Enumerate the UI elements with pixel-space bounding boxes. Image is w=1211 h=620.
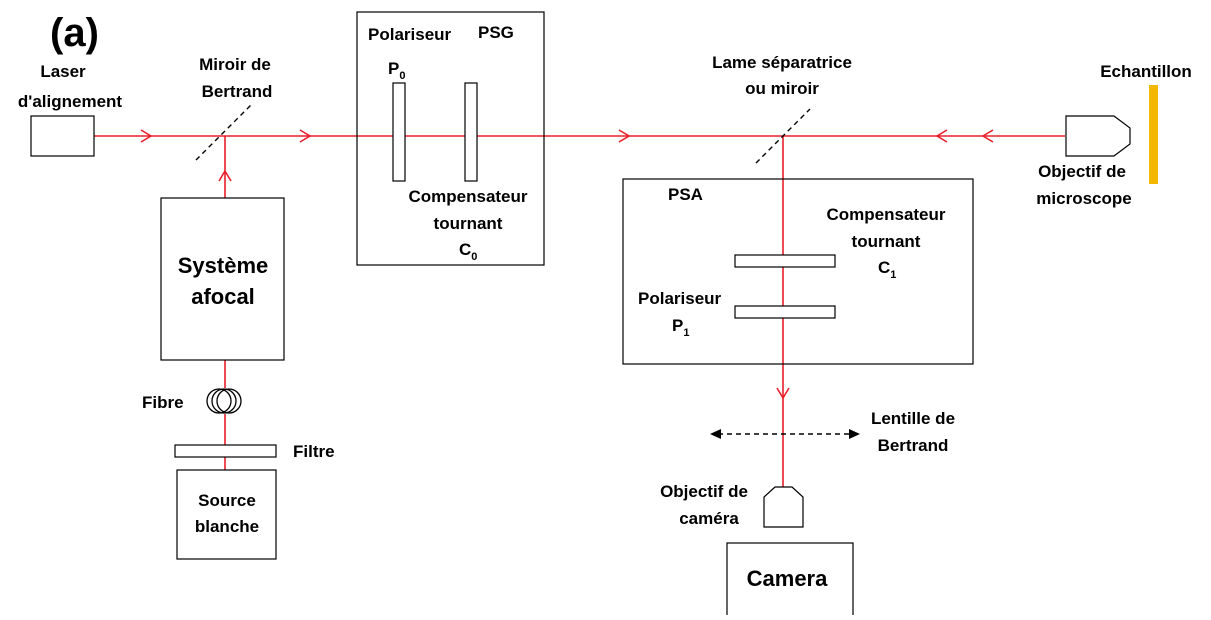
afocal-label-line2: afocal xyxy=(191,284,255,309)
afocal-label-line1: Système xyxy=(178,253,269,278)
compensator-c1-label-line1: Compensateur xyxy=(826,205,945,224)
fibre-label: Fibre xyxy=(142,393,184,412)
c1-subscript: 1 xyxy=(890,269,896,281)
camera-objective-shape xyxy=(763,486,804,528)
beam-splitter-element xyxy=(755,108,811,164)
optical-fibre: Fibre xyxy=(142,388,242,414)
camera-objective-label-line2: caméra xyxy=(679,509,739,528)
bertrand-lens-arrow-left xyxy=(710,429,721,439)
compensator-c0-label-line1: Compensateur xyxy=(408,187,527,206)
bertrand-mirror-label-line1: Miroir de xyxy=(199,55,271,74)
c1-letter: C xyxy=(878,258,890,277)
laser-label-line1: Laser xyxy=(40,62,86,81)
camera: Camera xyxy=(726,542,854,619)
source-label-line1: Source xyxy=(198,491,256,510)
camera-box xyxy=(726,542,854,619)
arrow-right-2 xyxy=(299,129,312,143)
p1-symbol: P1 xyxy=(672,316,689,339)
polarizer-p1-label: Polariseur xyxy=(638,289,722,308)
p1-letter: P xyxy=(672,316,683,335)
sample-label: Echantillon xyxy=(1100,62,1192,81)
arrow-down-1 xyxy=(776,387,790,400)
polarizer-p0 xyxy=(392,82,406,182)
beam-splitter-label-line1: Lame séparatrice xyxy=(712,53,852,72)
microscope-objective: Objectif de microscope xyxy=(1036,115,1132,208)
arrow-left-1 xyxy=(935,129,948,143)
bertrand-lens-arrow-right xyxy=(849,429,860,439)
microscope-objective-label-line1: Objectif de xyxy=(1038,162,1126,181)
psa-label: PSA xyxy=(668,185,703,204)
alignment-laser: Laser d'alignement xyxy=(18,62,123,157)
beam-direction-arrows xyxy=(140,129,994,400)
arrow-right-3 xyxy=(618,129,631,143)
polarizer-p0-label: Polariseur xyxy=(368,25,452,44)
polarizer-p1 xyxy=(734,305,836,319)
panel-label: (a) xyxy=(50,11,99,55)
bertrand-mirror-label-line2: Bertrand xyxy=(202,82,273,101)
c0-letter: C xyxy=(459,240,471,259)
c0-symbol: C0 xyxy=(459,240,477,263)
psg-box xyxy=(356,11,545,266)
p0-letter: P xyxy=(388,59,399,78)
sample-slab xyxy=(1149,85,1158,184)
microscope-objective-shape xyxy=(1065,115,1131,157)
psa-box xyxy=(622,178,974,365)
c0-subscript: 0 xyxy=(471,251,477,263)
arrow-up-1 xyxy=(218,169,232,182)
psg-label: PSG xyxy=(478,23,514,42)
compensator-c1-label-line2: tournant xyxy=(852,232,921,251)
source-box xyxy=(176,469,277,560)
camera-objective-label-line1: Objectif de xyxy=(660,482,748,501)
psa-module: PSA Compensateur tournant C1 Polariseur … xyxy=(622,178,974,365)
beam-splitter-label-line2: ou miroir xyxy=(745,79,819,98)
filter: Filtre xyxy=(174,442,335,461)
bertrand-lens: Lentille de Bertrand xyxy=(710,409,955,455)
bertrand-lens-label-line2: Bertrand xyxy=(878,436,949,455)
c1-symbol: C1 xyxy=(878,258,896,281)
p0-symbol: P0 xyxy=(388,59,405,82)
filter-element xyxy=(174,444,277,458)
microscope-objective-label-line2: microscope xyxy=(1036,189,1131,208)
camera-objective: Objectif de caméra xyxy=(660,482,804,528)
afocal-box xyxy=(160,197,285,361)
bertrand-mirror-element xyxy=(195,103,253,161)
p0-subscript: 0 xyxy=(399,70,405,82)
arrow-right-1 xyxy=(140,129,153,143)
p1-subscript: 1 xyxy=(683,327,689,339)
laser-box xyxy=(30,115,95,157)
fibre-loop-2 xyxy=(211,388,237,414)
fibre-loop-3 xyxy=(216,388,242,414)
source-label-line2: blanche xyxy=(195,517,259,536)
bertrand-lens-label-line1: Lentille de xyxy=(871,409,955,428)
filter-label: Filtre xyxy=(293,442,335,461)
compensator-c0 xyxy=(464,82,478,182)
white-light-source: Source blanche xyxy=(176,469,277,560)
compensator-c0-label-line2: tournant xyxy=(434,214,503,233)
arrow-left-2 xyxy=(981,129,994,143)
camera-label: Camera xyxy=(747,566,828,591)
compensator-c1 xyxy=(734,254,836,268)
fibre-loop-1 xyxy=(206,388,232,414)
beam-splitter: Lame séparatrice ou miroir xyxy=(712,53,852,164)
afocal-system: Système afocal xyxy=(160,197,285,361)
laser-label-line2: d'alignement xyxy=(18,92,123,111)
bertrand-mirror: Miroir de Bertrand xyxy=(195,55,273,161)
psg-module: PSG Polariseur P0 Compensateur tournant … xyxy=(356,11,545,266)
sample: Echantillon xyxy=(1100,62,1192,184)
